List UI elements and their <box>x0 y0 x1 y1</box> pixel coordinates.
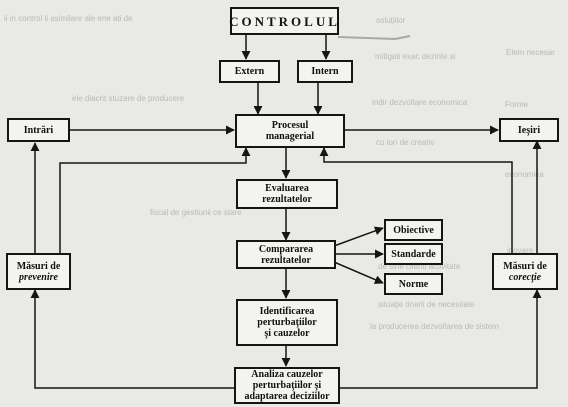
node-evaluarea-line-1: Evaluarea <box>265 183 309 194</box>
node-compararea-rezultatelor: Compararea rezultatelor <box>236 240 336 269</box>
node-iesiri: Ieşiri <box>499 118 559 142</box>
arrow-prevenire-to-proces <box>59 147 251 253</box>
node-controlul-label: CONTROLUL <box>229 13 340 29</box>
node-analiza-line-2: perturbaţiilor şi <box>252 380 322 391</box>
node-standarde: Standarde <box>384 243 443 265</box>
node-identificarea-line-1: Identificarea <box>259 306 315 317</box>
node-obiective-label: Obiective <box>393 224 434 236</box>
node-intrari: Intrări <box>7 118 70 142</box>
node-iesiri-label: Ieşiri <box>517 124 541 136</box>
node-evaluarea-rezultatelor: Evaluarea rezultatelor <box>236 179 338 209</box>
node-intern: Intern <box>297 60 353 83</box>
node-norme: Norme <box>384 273 443 295</box>
arrow-comparare-to-norme <box>333 261 384 284</box>
node-evaluarea-line-2: rezultatelor <box>262 194 312 205</box>
node-analiza-line-3: adaptarea deciziilor <box>244 391 330 402</box>
node-identificarea-line-3: şi cauzelor <box>264 328 310 339</box>
node-standarde-label: Standarde <box>391 248 436 260</box>
node-corectie-line-1: Măsuri de <box>503 260 547 272</box>
node-identificarea-perturbatiilor: Identificarea perturbaţiilor şi cauzelor <box>236 299 338 346</box>
node-corectie-line-2: corecţie <box>508 271 542 283</box>
node-extern: Extern <box>219 60 280 83</box>
node-procesul-line-2: managerial <box>265 131 315 142</box>
node-extern-label: Extern <box>234 66 265 77</box>
node-masuri-corectie: Măsuri de corecţie <box>492 253 558 290</box>
node-masuri-prevenire: Măsuri de prevenire <box>6 253 71 290</box>
node-compararea-line-2: rezultatelor <box>261 254 311 266</box>
arrow-analiza-to-prevenire <box>30 289 234 389</box>
node-controlul: CONTROLUL <box>229 7 340 35</box>
arrow-comparare-to-obiective <box>333 226 384 247</box>
node-intern-label: Intern <box>311 66 339 77</box>
node-prevenire-line-1: Măsuri de <box>16 260 61 272</box>
node-procesul-line-1: Procesul <box>271 120 309 131</box>
node-identificarea-line-2: perturbaţiilor <box>257 317 317 328</box>
node-analiza-cauzelor: Analiza cauzelor perturbaţiilor şi adapt… <box>234 367 340 404</box>
node-procesul-managerial: Procesul managerial <box>235 114 345 148</box>
arrow-corectie-to-proces <box>319 147 513 253</box>
arrow-analiza-to-corectie <box>340 289 542 389</box>
node-analiza-line-1: Analiza cauzelor <box>251 369 323 380</box>
node-prevenire-line-2: prevenire <box>19 271 58 283</box>
node-compararea-line-1: Compararea <box>258 243 314 255</box>
node-obiective: Obiective <box>384 219 443 241</box>
node-norme-label: Norme <box>398 278 429 290</box>
node-intrari-label: Intrări <box>23 124 54 136</box>
